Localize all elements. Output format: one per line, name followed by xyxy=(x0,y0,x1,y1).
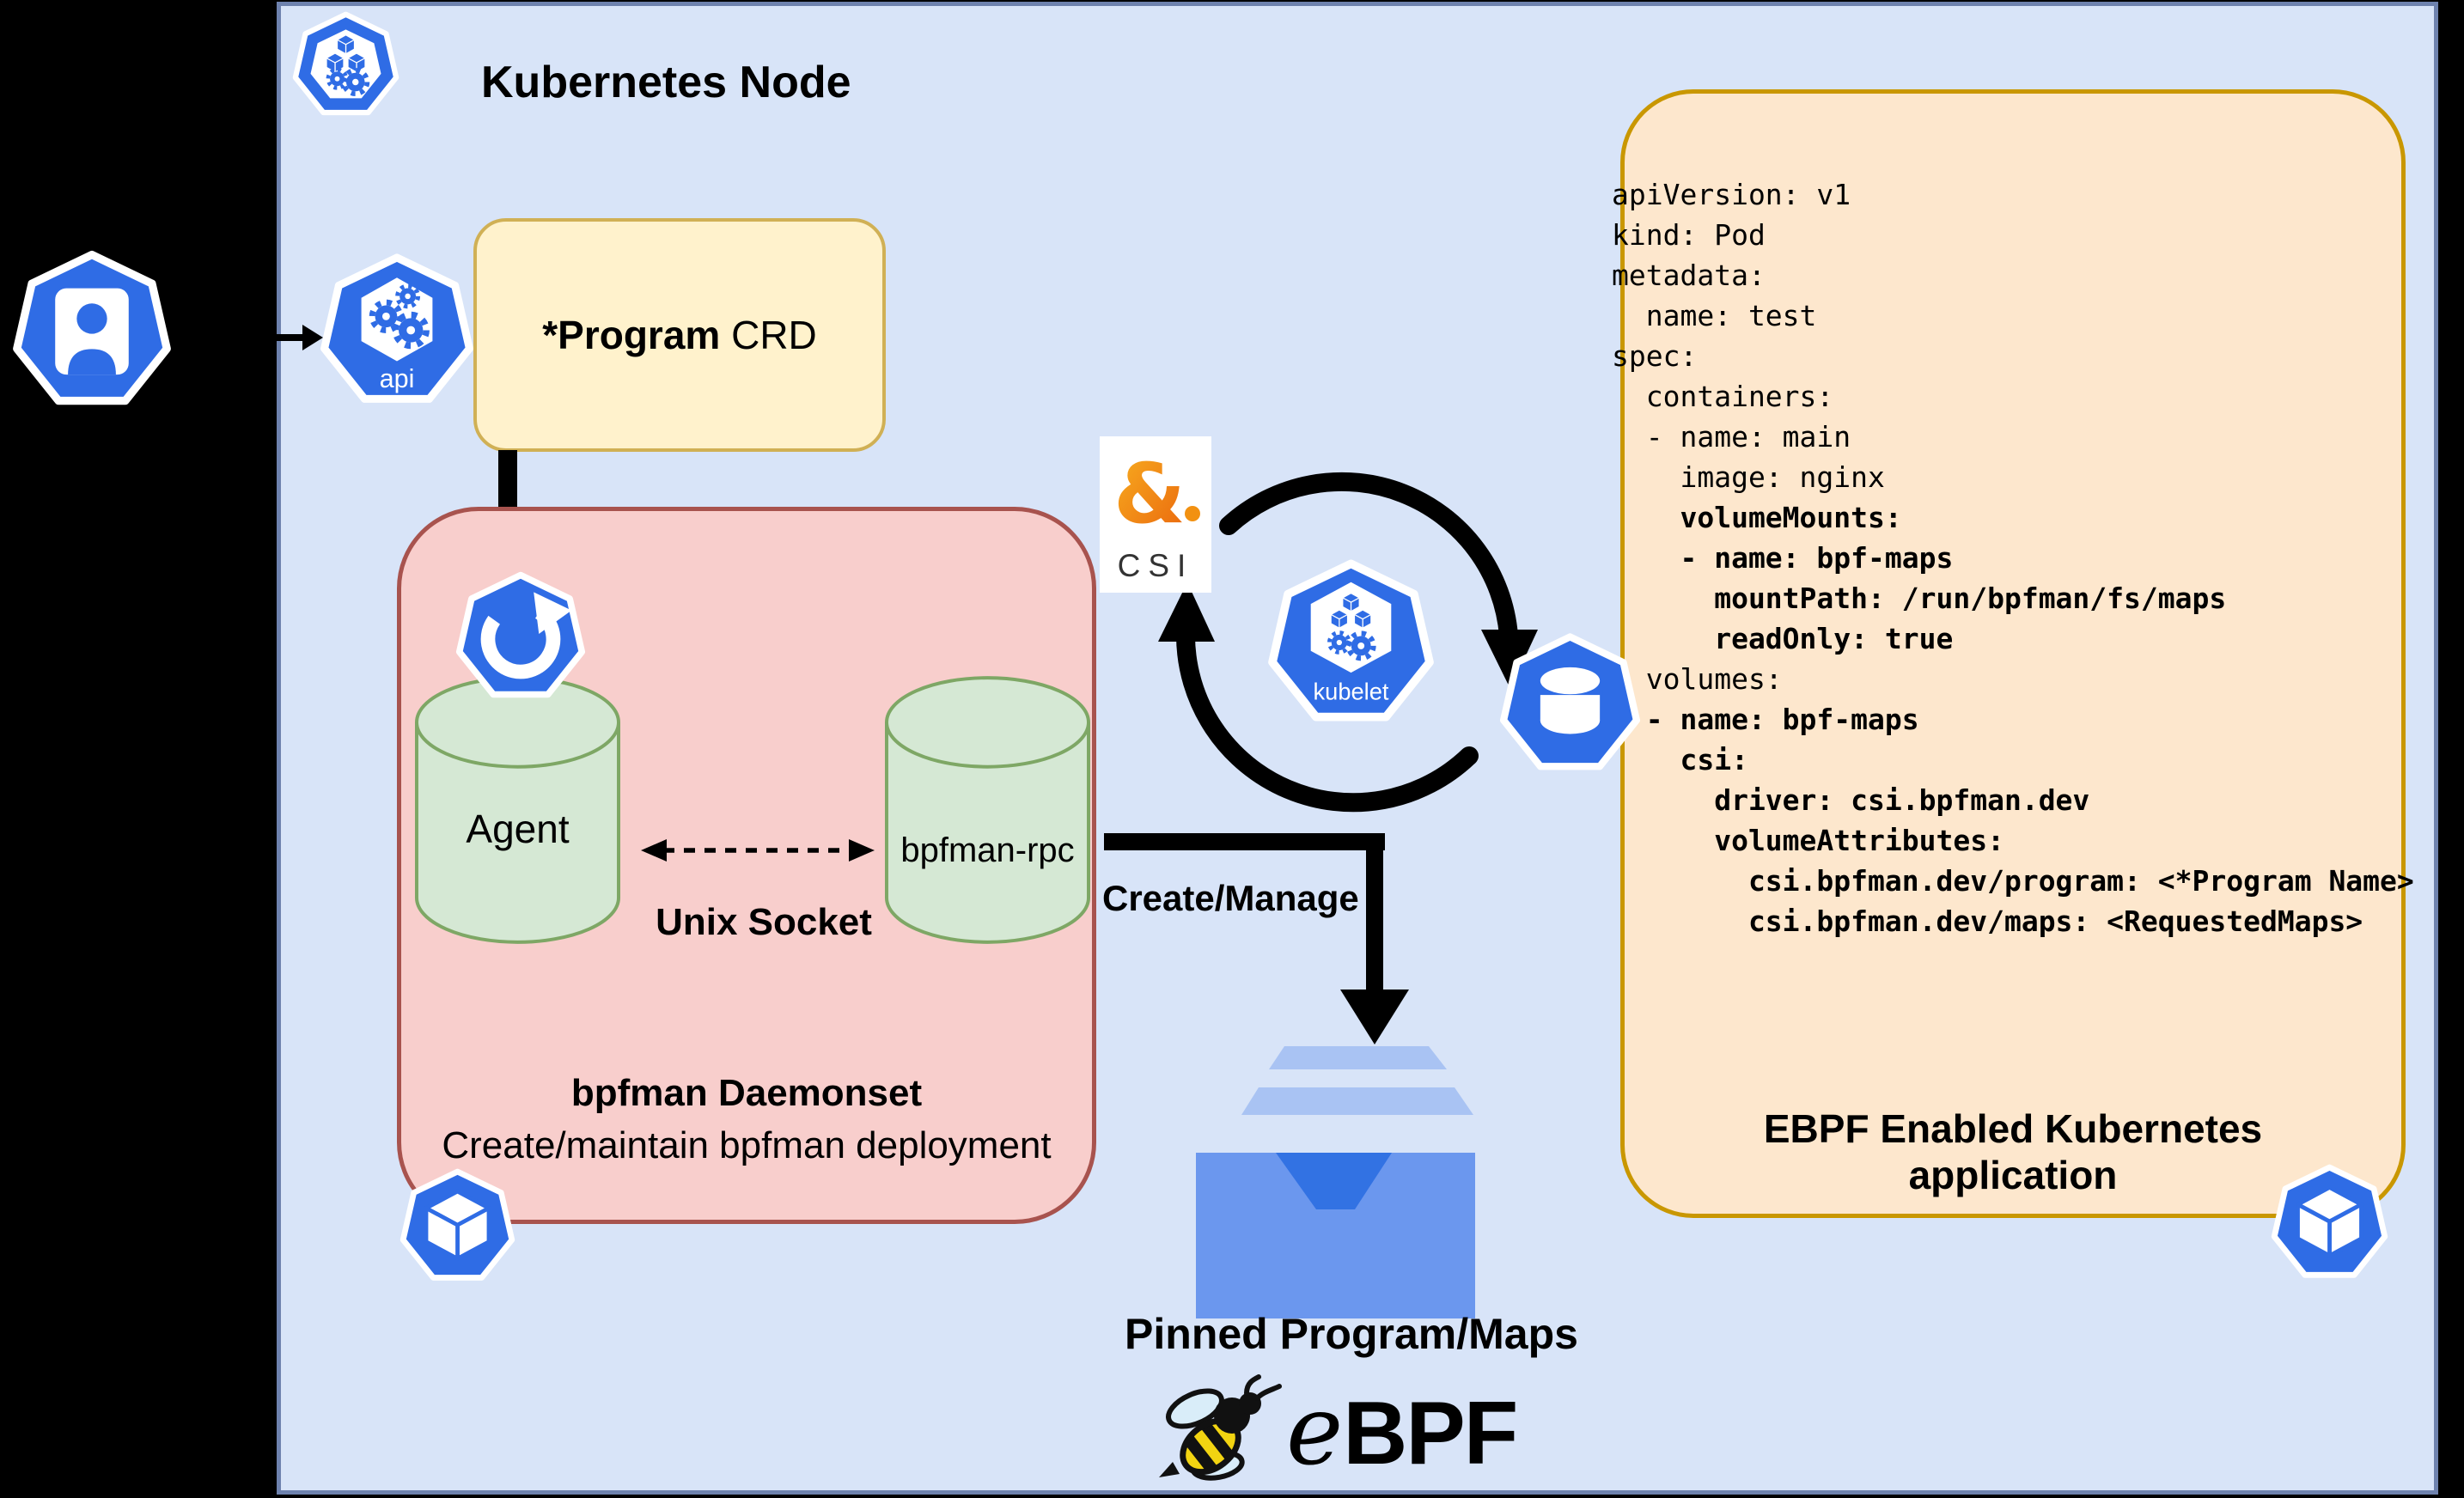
page-title: Kubernetes Node xyxy=(481,58,851,107)
unix-socket-arrow xyxy=(641,839,875,862)
user-to-api-arrowhead xyxy=(302,325,323,350)
create-manage-arrow-horizontal xyxy=(1104,833,1385,850)
svg-text:&: & xyxy=(1113,446,1186,542)
pod-icon xyxy=(2271,1164,2388,1282)
pinned-program-maps-label: Pinned Program/Maps xyxy=(1125,1310,1578,1358)
user-to-api-arrow xyxy=(256,334,306,341)
daemonset-subtitle: Create/maintain bpfman deployment xyxy=(442,1124,1052,1166)
pinned-program-maps-icon xyxy=(1196,1046,1475,1318)
create-manage-arrowhead xyxy=(1340,990,1409,1044)
user-icon xyxy=(12,250,172,410)
deployment-icon xyxy=(455,569,586,704)
csi-kubelet-cycle-arrows xyxy=(1158,472,1538,813)
ebpf-app-box xyxy=(1620,89,2406,1218)
unix-socket-label: Unix Socket xyxy=(656,901,872,943)
csi-label: CSI xyxy=(1118,548,1194,583)
ebpf-app-caption: EBPF Enabled Kubernetes application xyxy=(1763,1106,2263,1197)
ebpf-wordmark-bpf: BPF xyxy=(1343,1384,1518,1483)
api-icon-label: api xyxy=(380,364,415,393)
storage-volume-icon xyxy=(1499,630,1641,777)
kubernetes-node-icon xyxy=(292,11,399,119)
crd-to-daemonset-arrow xyxy=(498,450,517,519)
program-crd-box: *Program CRD xyxy=(473,218,886,452)
kubelet-icon: kubelet xyxy=(1267,557,1435,728)
csi-logo: & CSI xyxy=(1100,436,1211,593)
bpfman-rpc-label: bpfman-rpc xyxy=(900,831,1075,869)
ebpf-wordmark-e: e xyxy=(1286,1375,1344,1487)
daemonset-title: bpfman Daemonset xyxy=(570,1072,923,1114)
create-manage-label: Create/Manage xyxy=(1102,878,1359,918)
agent-label: Agent xyxy=(466,807,570,851)
pod-icon xyxy=(399,1168,515,1284)
kubelet-label: kubelet xyxy=(1313,678,1388,704)
create-manage-arrow-vertical xyxy=(1366,833,1383,991)
crd-label-bold: *Program xyxy=(542,313,721,357)
crd-label-rest: CRD xyxy=(720,313,817,357)
api-icon: api xyxy=(320,251,474,410)
bpfman-rpc-cylinder xyxy=(884,676,1091,944)
ebpf-bee-icon xyxy=(1159,1374,1282,1483)
agent-cylinder xyxy=(414,676,621,944)
